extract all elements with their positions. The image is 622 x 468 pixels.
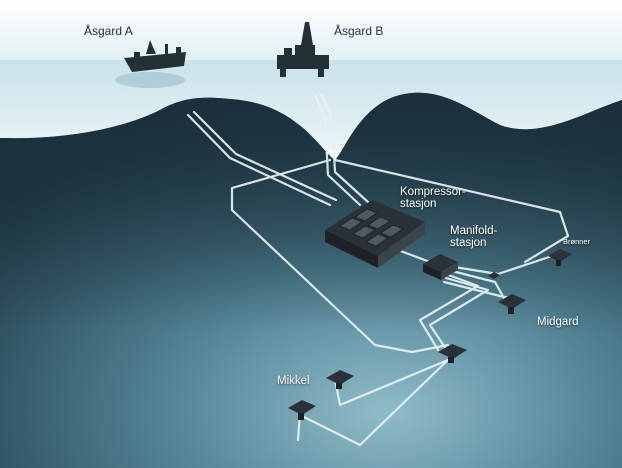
- compressor-icon: [325, 200, 425, 268]
- label-kompressor: Kompressor- stasjon: [400, 186, 466, 211]
- manifold-icon: [423, 254, 458, 280]
- wellhead-midgard: [498, 294, 526, 309]
- wellhead-mikkel-2: [288, 400, 316, 415]
- junction-valve: [488, 272, 500, 279]
- label-asgard-a: Åsgard A: [84, 24, 133, 38]
- wellhead-bronner: [548, 249, 572, 262]
- label-bronner: Brønner: [563, 237, 591, 246]
- label-midgard: Midgard: [537, 316, 579, 328]
- platform-icon: [277, 22, 329, 77]
- trunk-loop-east: [333, 158, 570, 264]
- riser-asgard-a: [186, 113, 332, 207]
- mikkel-line-1: [298, 354, 454, 447]
- wellhead-east: [438, 344, 467, 359]
- label-manifold: Manifold- stasjon: [450, 225, 498, 250]
- riser-asgard-b-2: [320, 93, 370, 204]
- wellhead-icon: [288, 249, 572, 420]
- flow-2: [446, 268, 507, 302]
- label-asgard-b: Åsgard B: [334, 24, 384, 38]
- riser-asgard-b: [313, 93, 362, 207]
- trunk-loop: [230, 158, 450, 354]
- riser-asgard-a-2: [192, 110, 338, 202]
- wellhead-mikkel-1: [326, 370, 354, 385]
- label-mikkel: Mikkel: [277, 375, 310, 387]
- flow-3: [418, 272, 480, 352]
- deep-water-shade: [0, 92, 622, 331]
- pipeline-network: [186, 93, 570, 447]
- compressor-manifold-link: [396, 248, 432, 264]
- ship-reflection: [115, 72, 185, 88]
- flow-4: [428, 276, 490, 357]
- ship-icon: [124, 40, 186, 72]
